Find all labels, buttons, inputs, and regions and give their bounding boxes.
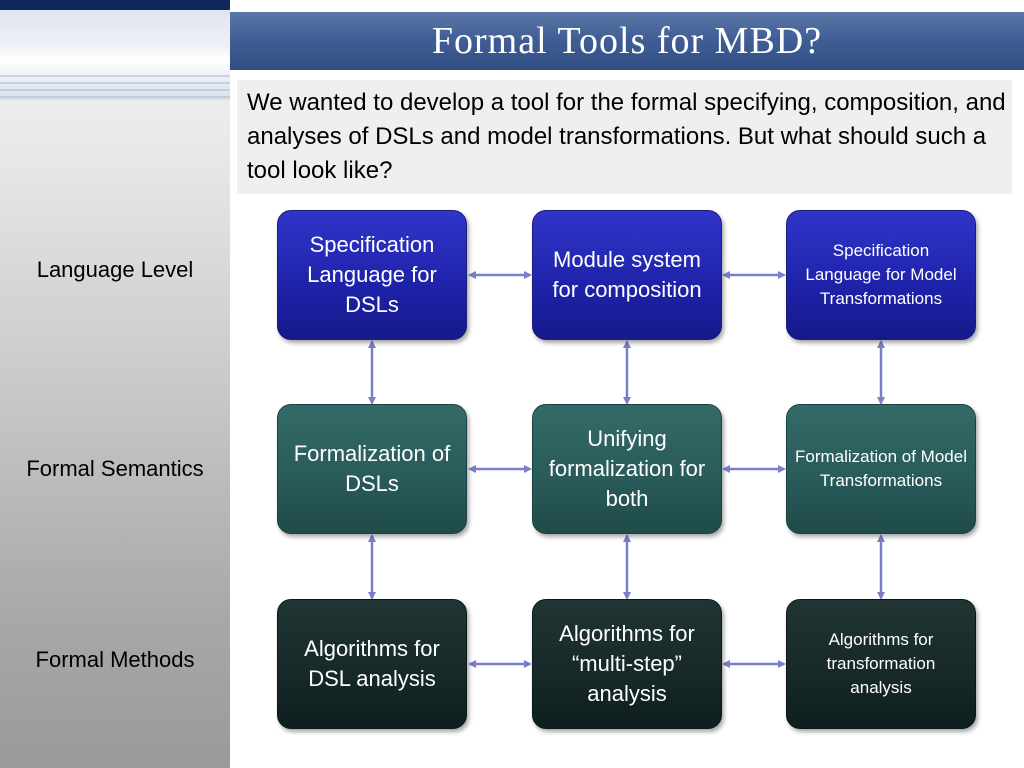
title-bar (230, 12, 1024, 70)
left-top-bar (0, 0, 230, 10)
box-algorithms-transformation-analysis: Algorithms for transformation analysis (786, 599, 976, 729)
intro-box (237, 80, 1012, 194)
box-formalization-model-transformations: Formalization of Model Transformations (786, 404, 976, 534)
title-top-strip (230, 0, 1024, 12)
box-algorithms-multistep-analysis: Algorithms for “multi-step” analysis (532, 599, 722, 729)
slide-title: Formal Tools for MBD? (431, 20, 823, 62)
row-label-formal-methods: Formal Methods (35, 647, 195, 672)
intro-text: We wanted to develop a tool for the form… (247, 89, 1006, 184)
row-label-language-level: Language Level (36, 257, 194, 282)
box-unifying-formalization: Unifying formalization for both (532, 404, 722, 534)
box-spec-language-dsls: Specification Language for DSLs (277, 210, 467, 340)
box-module-system: Module system for composition (532, 210, 722, 340)
left-decorative-band (0, 10, 230, 100)
row-label-formal-semantics: Formal Semantics (26, 456, 204, 481)
box-algorithms-dsl-analysis: Algorithms for DSL analysis (277, 599, 467, 729)
box-formalization-dsls: Formalization of DSLs (277, 404, 467, 534)
box-spec-language-model-transformations: Specification Language for Model Transfo… (786, 210, 976, 340)
left-panel (0, 0, 230, 768)
